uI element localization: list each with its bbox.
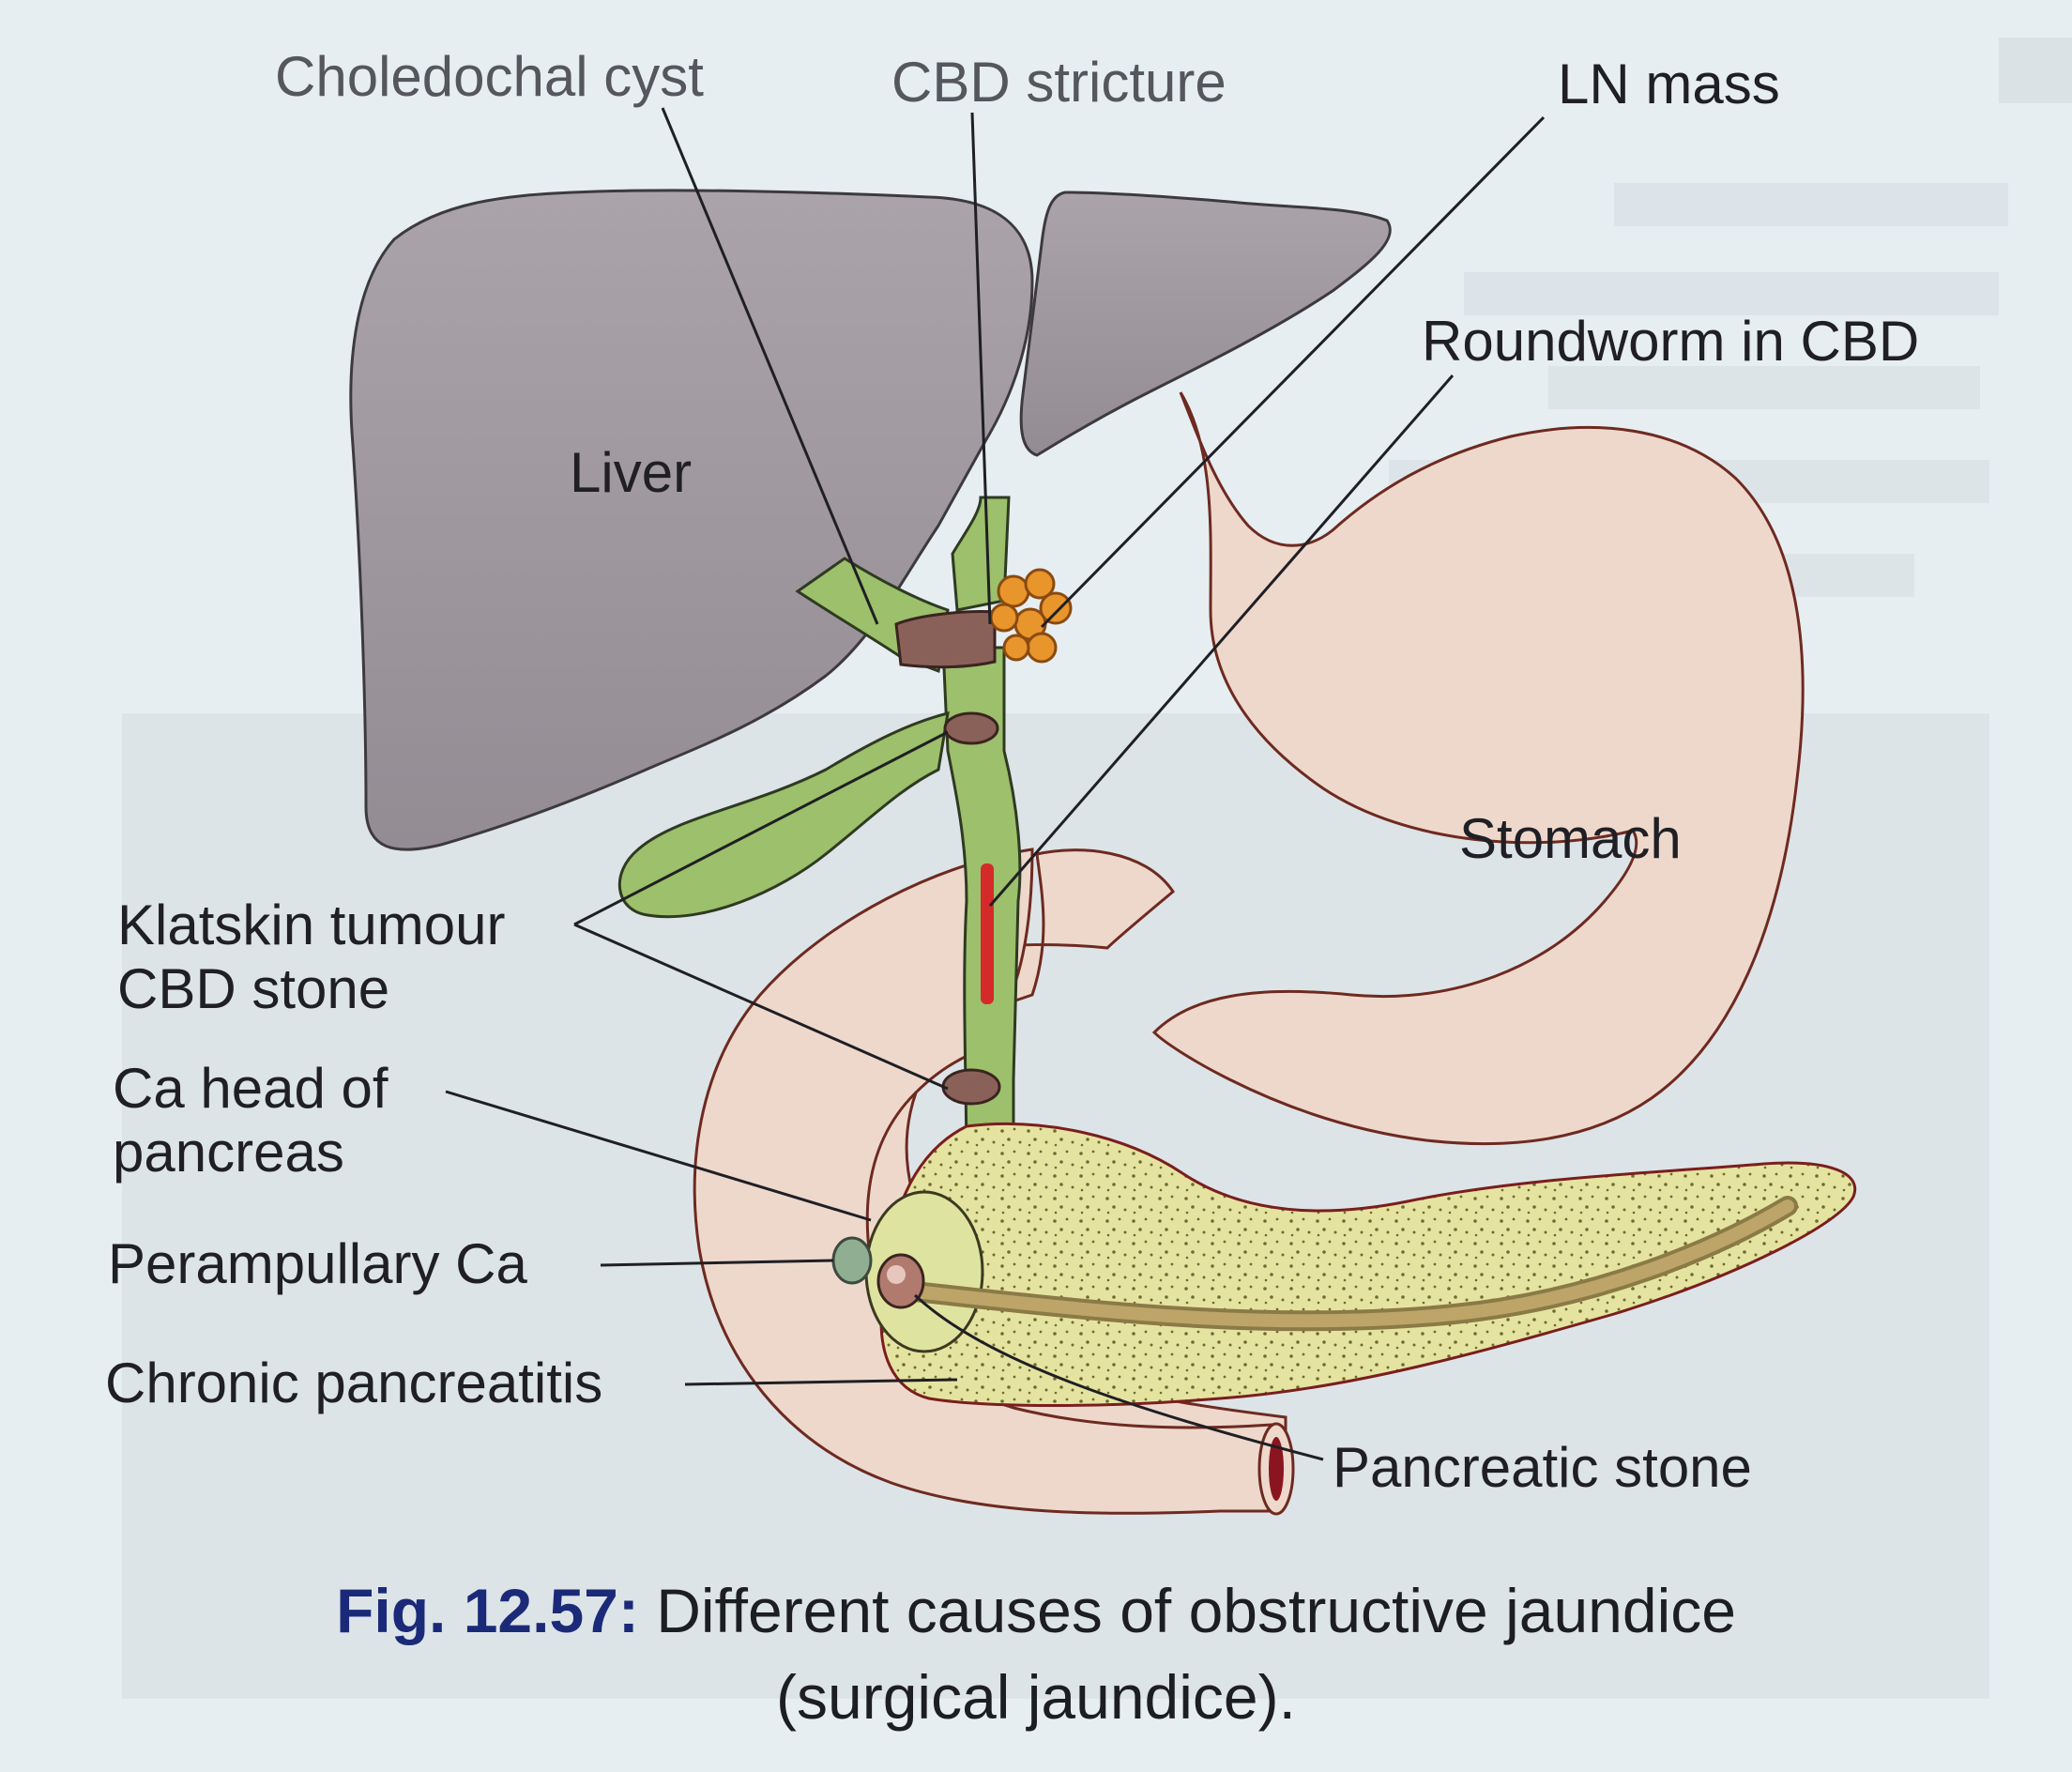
leader-ln-mass [1040,115,1546,629]
leader-klatskin [573,730,949,926]
leader-cbd-stricture [970,112,992,625]
liver-right-lobe [349,189,1034,851]
label-roundworm-in-cbd: Roundworm in CBD [1422,310,1920,373]
label-cbd-stone: CBD stone [117,957,390,1020]
caption-fig-label: Fig. 12.57: [336,1576,639,1645]
duodenum-lumen [1269,1437,1284,1501]
label-pancreatic-stone: Pancreatic stone [1333,1436,1752,1499]
leader-lines [445,107,1546,1461]
caption-line-2: (surgical jaundice). [776,1662,1296,1732]
leader-ca-head [445,1090,872,1222]
caption-line-1: Fig. 12.57: Different causes of obstruct… [0,1567,2072,1654]
klatskin-tumour-ring [943,711,999,745]
leader-cbd-stone [573,923,949,1091]
label-ln-mass: LN mass [1558,53,1780,115]
liver-left-lobe [1019,191,1392,457]
leader-perampullary [600,1259,834,1267]
stomach-outline [1151,391,1805,1146]
label-choledochal-cyst: Choledochal cyst [275,45,704,108]
roundworm [981,863,994,1004]
label-perampullary-ca: Perampullary Ca [108,1232,527,1295]
label-cbd-stricture: CBD stricture [891,51,1226,114]
label-chronic-pancreatitis: Chronic pancreatitis [105,1352,603,1414]
ln-mass [989,568,1073,664]
pancreas [879,1122,1857,1407]
label-liver: Liver [570,441,693,504]
leader-pancreatic-stone [913,1293,1324,1461]
leader-roundworm [988,374,1455,907]
cbd-stone [941,1068,1001,1106]
caption-line1-text: Different causes of obstructive jaundice [656,1576,1736,1645]
leader-chronic-pancreatitis [684,1378,958,1386]
perampullary-ca [831,1236,873,1285]
leader-choledochal-cyst [661,107,879,625]
choledochal-cyst [894,610,997,669]
label-stomach: Stomach [1459,807,1682,870]
figure-caption: Fig. 12.57: Different causes of obstruct… [0,1567,2072,1740]
label-ca-head-line1: Ca head of [113,1057,388,1120]
label-klatskin-tumour: Klatskin tumour [117,894,506,956]
label-ca-head-line2: pancreas [113,1121,344,1184]
